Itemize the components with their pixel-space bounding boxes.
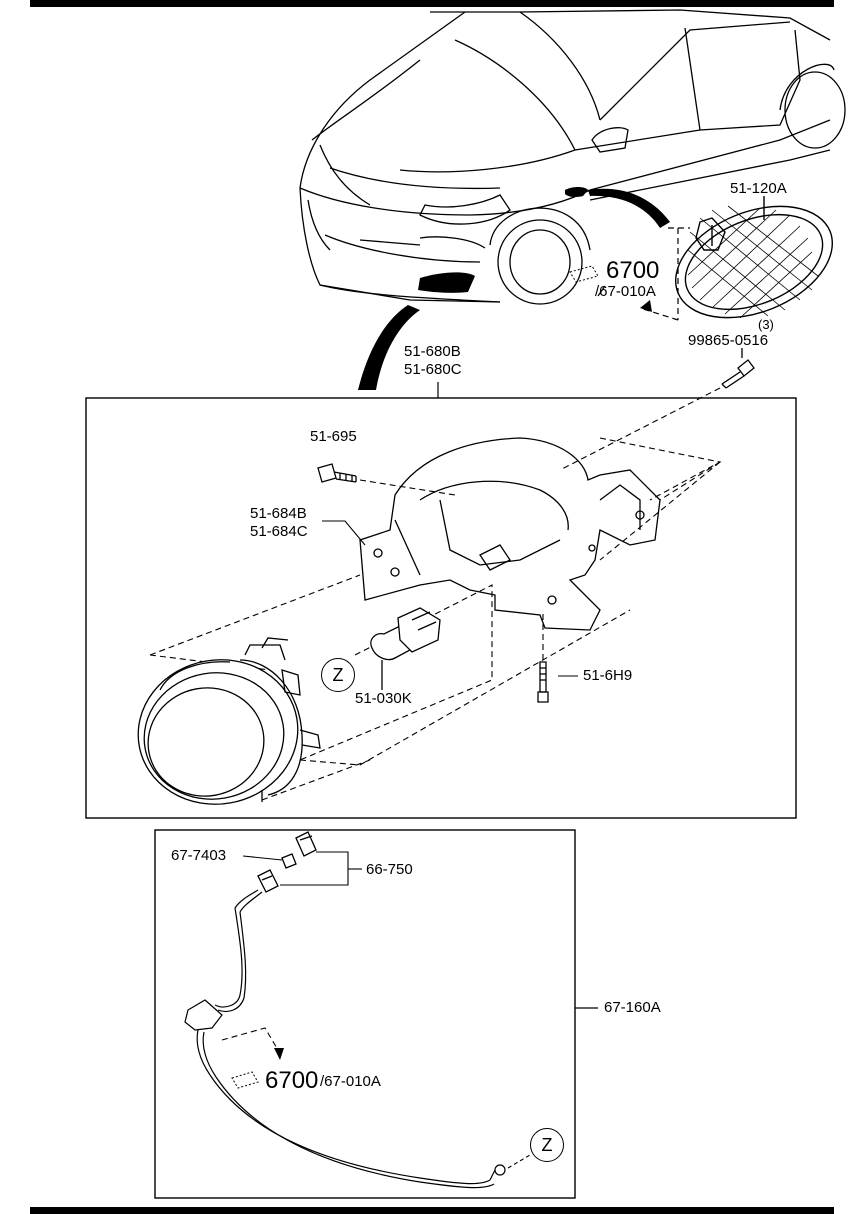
fog-lamp-assembly-box xyxy=(85,397,797,819)
connector-icon-top xyxy=(569,265,599,283)
pointer-arrow-marker xyxy=(588,188,670,228)
label-bracket-b: 51-680C xyxy=(404,361,462,378)
bottom-border xyxy=(30,1207,834,1214)
ref-sub-bottom: /67-010A xyxy=(320,1073,381,1090)
callout-z-top: Z xyxy=(321,658,355,692)
label-qty: (3) xyxy=(758,317,774,332)
leader-lines xyxy=(322,520,578,677)
fog-lamp-location xyxy=(418,272,475,293)
car-illustration xyxy=(299,9,846,305)
label-bolt-bottom: 51-6H9 xyxy=(583,667,633,684)
screw-icon xyxy=(721,348,755,389)
label-harness-clip: 67-7403 xyxy=(171,847,227,864)
ref-dashed-lines-bottom xyxy=(221,1027,279,1051)
top-border xyxy=(30,0,834,7)
wire-harness xyxy=(184,889,506,1189)
fog-bracket xyxy=(359,437,661,631)
connector-icon-bottom xyxy=(231,1071,259,1089)
label-screw: 99865-0516 xyxy=(688,332,769,349)
connector-leaders xyxy=(242,851,362,886)
connector-parts xyxy=(257,831,317,893)
fog-lamp xyxy=(137,637,321,805)
bolt-bottom-icon xyxy=(537,661,549,703)
bolt-top-icon xyxy=(317,463,357,483)
ref-sub-top: /67-010A xyxy=(595,283,656,300)
label-bolt-top: 51-695 xyxy=(310,428,357,445)
side-marker-location xyxy=(565,187,588,198)
side-marker-lamp xyxy=(674,196,834,319)
ref-code-bottom: 6700 xyxy=(265,1067,319,1094)
pointer-arrow-fog xyxy=(358,305,420,390)
ref-code-top: 6700 xyxy=(606,257,660,284)
label-bulb: 51-030K xyxy=(355,690,412,707)
assembly-dashed-lines xyxy=(149,437,722,801)
bulb-icon xyxy=(370,607,441,690)
label-bracket-a: 51-680B xyxy=(404,343,461,360)
label-connector: 66-750 xyxy=(366,861,413,878)
harness-box xyxy=(154,829,576,1199)
label-cover-a: 51-684B xyxy=(250,505,307,522)
label-cover-b: 51-684C xyxy=(250,523,308,540)
label-harness: 67-160A xyxy=(604,999,661,1016)
callout-z-bottom: Z xyxy=(530,1128,564,1162)
label-side-marker: 51-120A xyxy=(730,180,787,197)
